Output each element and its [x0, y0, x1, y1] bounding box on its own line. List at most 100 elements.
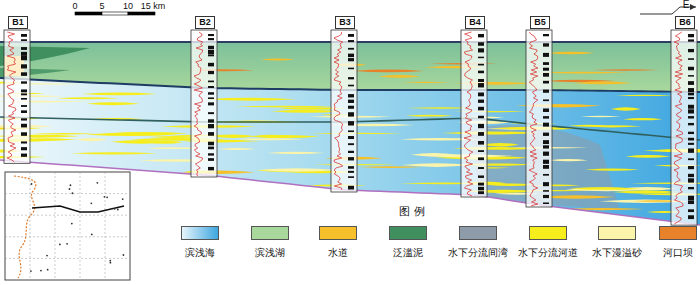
lithology-bar: [478, 34, 484, 37]
lithology-bar: [478, 191, 484, 194]
lithology-bar: [478, 157, 484, 160]
lithology-bar: [543, 108, 549, 111]
basin-boundary: [14, 176, 36, 278]
lithology-bar: [543, 190, 549, 192]
grid-line: [5, 193, 130, 194]
lithology-bar: [543, 133, 549, 136]
well-dot: [31, 183, 33, 185]
gr-log: [529, 32, 538, 206]
lithology-bar: [478, 187, 484, 190]
legend-label: 泛滥泥: [393, 246, 423, 260]
scale-segment: [128, 12, 155, 15]
lithology-bar: [543, 99, 549, 101]
sand-lens: [75, 138, 108, 141]
lithology-bar: [21, 147, 27, 150]
sand-lens: [261, 59, 295, 61]
sand-lens: [33, 133, 95, 134]
inset-map: [5, 172, 130, 280]
direction-label: E: [683, 0, 690, 10]
well-dot: [96, 182, 98, 184]
lithology-bar: [688, 105, 694, 109]
sand-lens: [358, 166, 422, 168]
lithology-bar: [543, 53, 549, 57]
well-name: B3: [339, 17, 351, 27]
sand-lens: [592, 69, 659, 71]
lithology-bar: [348, 40, 354, 42]
lithology-bar: [688, 148, 694, 152]
lithology-bar: [348, 121, 354, 125]
well-dot: [47, 269, 49, 271]
scale-number: 0: [72, 1, 77, 11]
grid-line: [80, 172, 81, 280]
lithology-bar: [543, 116, 549, 118]
grid-line: [30, 172, 31, 280]
well-dot: [110, 262, 112, 264]
lithology-bar: [208, 119, 214, 122]
well-label: B5: [530, 16, 550, 29]
well-dot: [30, 270, 32, 272]
lithology-bar: [478, 124, 484, 128]
well-dot: [40, 270, 42, 272]
lithology-bar: [208, 158, 214, 161]
well-track: [461, 30, 487, 197]
lithology-bar: [21, 81, 27, 83]
lithology-bar: [208, 167, 214, 170]
lithology-bar: [21, 72, 27, 76]
gr-log: [194, 32, 203, 176]
scale-bar: [75, 12, 155, 15]
sand-lens: [205, 98, 297, 101]
lithology-bar: [208, 142, 214, 146]
lithology-bar: [208, 153, 214, 155]
lithology-bar: [543, 165, 549, 169]
lithology-bar: [208, 63, 214, 67]
well-column: [461, 30, 487, 197]
lithology-bar: [208, 71, 214, 74]
legend-swatch: [459, 226, 497, 240]
sand-lens: [218, 148, 256, 150]
lithology-bar: [543, 68, 549, 71]
sand-lens: [406, 115, 454, 117]
lithology-bar: [478, 64, 484, 66]
gr-log: [674, 32, 683, 224]
lithology-bar: [543, 90, 549, 93]
scale-segment: [102, 12, 128, 15]
lithology-bar: [688, 132, 694, 134]
sand-lens: [473, 167, 510, 168]
lithology-bar: [21, 64, 27, 68]
lithology-bar: [21, 105, 27, 107]
sand-lens: [267, 152, 325, 154]
sand-lens: [441, 131, 539, 134]
well-label: B4: [465, 16, 485, 29]
sand-lens: [546, 52, 594, 54]
lithology-bar: [543, 140, 549, 144]
well-dot: [72, 192, 74, 194]
well-column: [671, 30, 697, 225]
lithology-bar: [478, 132, 484, 136]
lithology-bar: [688, 39, 694, 41]
well-dot: [69, 188, 71, 190]
grid-line: [55, 172, 56, 280]
lithology-bar: [348, 166, 354, 169]
lithology-bar: [208, 86, 214, 88]
legend-swatch: [529, 226, 567, 240]
lithology-bar: [348, 186, 354, 190]
lithology-bar: [478, 116, 484, 118]
lithology-bar: [348, 157, 354, 160]
lithology-bar: [543, 195, 549, 198]
lithology-bar: [21, 98, 27, 100]
lithology-bar: [688, 75, 694, 77]
legend-swatch: [389, 226, 427, 240]
well-track: [671, 30, 697, 225]
lithology-bar: [208, 81, 214, 83]
sand-lens: [71, 152, 158, 154]
legend-label: 水下分流间湾: [448, 246, 508, 260]
well-dot: [91, 234, 93, 236]
lithology-bar: [21, 52, 27, 56]
lithology-bar: [688, 200, 694, 204]
well-label: B3: [335, 16, 355, 29]
lithology-bar: [543, 160, 549, 164]
legend-swatch: [659, 226, 697, 240]
sand-lens: [257, 168, 338, 171]
sand-lens: [56, 97, 119, 99]
